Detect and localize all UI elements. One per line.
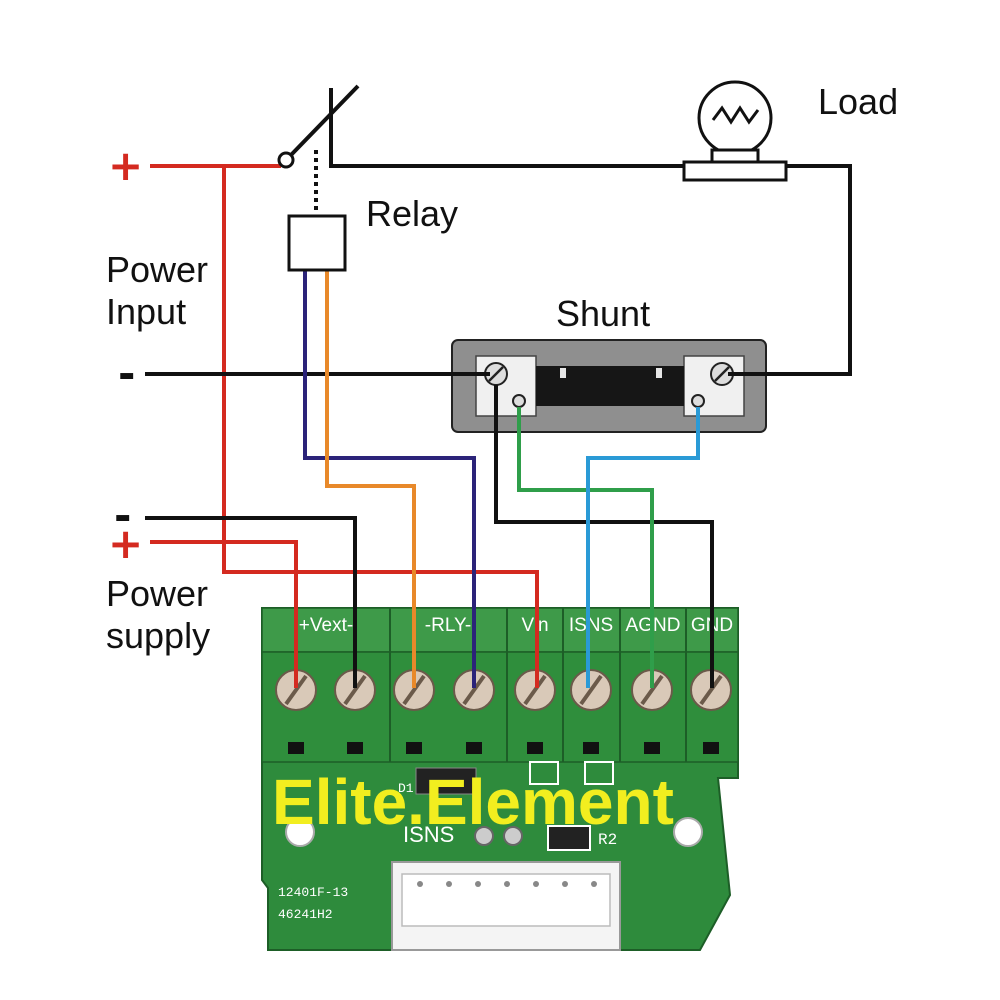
terminal-block-body: [261, 651, 739, 763]
shunt-label: Shunt: [556, 293, 650, 334]
mounting-hole-left: [285, 817, 315, 847]
mounting-hole-right: [673, 817, 703, 847]
relay: [277, 84, 360, 272]
terminal-block-header: [261, 607, 739, 653]
pcb-chip: [415, 767, 477, 795]
relay-coil: [287, 214, 347, 272]
shunt: [451, 339, 767, 433]
shunt-screw-left-small[interactable]: [512, 394, 526, 408]
pcb-board: +Vext- -RLY- Vin ISNS AGND GND: [261, 607, 739, 951]
brand-logo-text: Elite.Element: [272, 766, 674, 838]
power-supply-minus-sign: -: [114, 491, 131, 540]
relay-label: Relay: [366, 193, 458, 234]
silk-r2: R2: [598, 831, 617, 849]
wire-relay-orange: [325, 270, 416, 688]
wire-relay-navy: [303, 270, 476, 688]
pcb-pad-2: [584, 761, 614, 785]
terminal-label-rly: -RLY-: [425, 615, 471, 636]
wire-supply-minus: [145, 516, 357, 688]
pcb-via-1: [474, 826, 494, 846]
wire-switch-to-load: [329, 88, 684, 168]
wire-shunt-to-gnd: [494, 385, 714, 688]
load-label: Load: [818, 81, 898, 122]
power-supply-label-line1: Power: [106, 573, 208, 614]
power-input-label-line1: Power: [106, 249, 208, 290]
relay-switch-arm: [289, 84, 360, 157]
lamp-filament: [711, 105, 760, 125]
white-connector[interactable]: [391, 861, 621, 951]
silk-d1: D1: [398, 781, 414, 796]
board-code-2: 46241H2: [278, 907, 333, 922]
terminal-label-vext: +Vext-: [299, 615, 353, 636]
screw-terminal-isns[interactable]: [570, 669, 612, 754]
screw-terminal-vin[interactable]: [514, 669, 556, 754]
wire-shunt-to-isns: [586, 407, 700, 688]
power-input-label-line2: Input: [106, 291, 186, 332]
power-input-minus-sign: -: [118, 349, 135, 398]
pcb-pad-1: [529, 761, 559, 785]
lamp-base: [682, 160, 788, 182]
pcb-resistor: [547, 825, 591, 851]
load-lamp: [682, 80, 788, 182]
screw-terminal-vext-minus[interactable]: [334, 669, 376, 754]
lamp-neck: [710, 148, 760, 164]
board-code-1: 12401F-13: [278, 885, 348, 900]
screw-terminal-vext-plus[interactable]: [275, 669, 317, 754]
power-supply-plus-sign: +: [108, 519, 143, 568]
power-input-plus-sign: +: [108, 141, 143, 190]
silk-isns: ISNS: [403, 822, 454, 847]
wire-red-to-vin: [222, 166, 539, 688]
pcb-via-2: [503, 826, 523, 846]
wire-shunt-to-agnd: [517, 407, 654, 688]
relay-switch-pivot[interactable]: [277, 151, 295, 169]
screw-terminals: [275, 669, 732, 754]
wire-supply-plus: [150, 540, 298, 688]
terminal-label-isns: ISNS: [569, 615, 613, 636]
screw-terminal-gnd[interactable]: [690, 669, 732, 754]
shunt-left-block: [475, 355, 537, 417]
screw-terminal-rly-1[interactable]: [393, 669, 435, 754]
wire-load-to-shunt: [728, 164, 852, 376]
shunt-screw-right-small[interactable]: [691, 394, 705, 408]
shunt-right-block: [683, 355, 745, 417]
power-supply-label-line2: supply: [106, 615, 210, 656]
wires: [145, 88, 852, 688]
